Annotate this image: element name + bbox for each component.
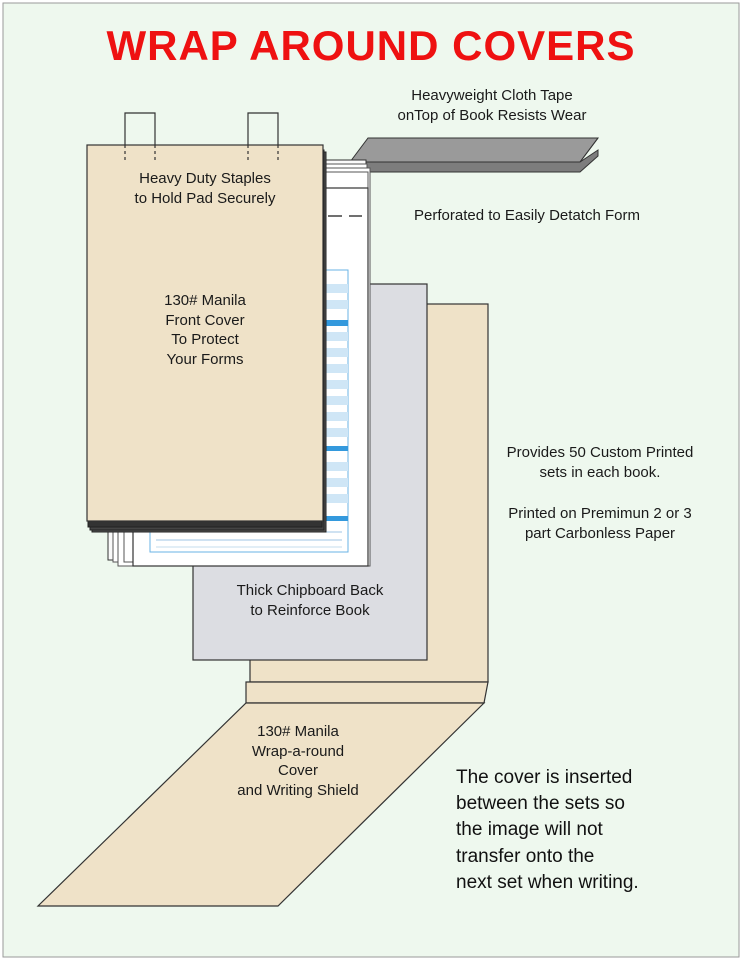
perforated-label: Perforated to Easily Detatch Form xyxy=(414,207,640,224)
front-cover-illustration xyxy=(86,144,327,533)
staples-illustration xyxy=(124,112,279,163)
diagram-title: WRAP AROUND COVERS xyxy=(106,22,636,69)
cloth-tape-illustration xyxy=(349,137,599,173)
